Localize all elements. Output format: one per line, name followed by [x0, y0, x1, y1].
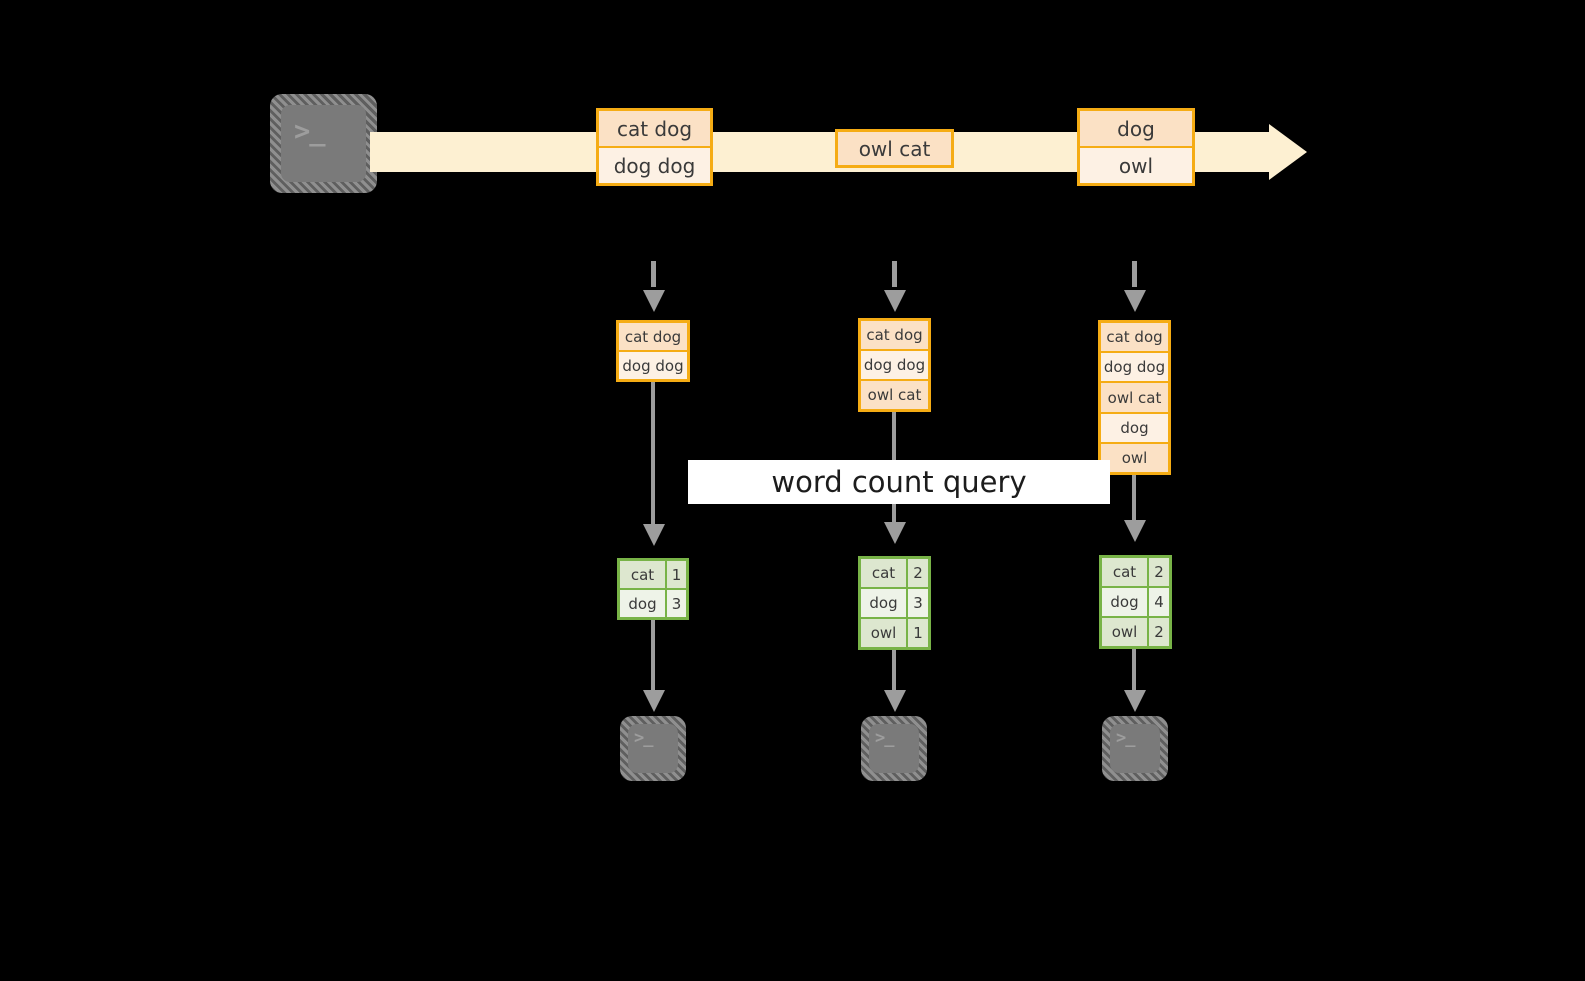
batch-line: dog: [1080, 111, 1192, 146]
accumulated-line: cat dog: [619, 323, 687, 350]
result-count: 1: [906, 619, 928, 647]
snapshot-1-accumulated: cat dog dog dog: [616, 320, 690, 382]
result-count: 3: [906, 589, 928, 617]
result-row: owl 2: [1102, 616, 1169, 646]
terminal-prompt-glyph: >_: [294, 116, 326, 147]
dashed-arrowhead-2-icon: [884, 290, 906, 312]
result-word: owl: [861, 619, 906, 647]
result-count: 1: [665, 561, 686, 588]
snapshot-3-accumulated: cat dog dog dog owl cat dog owl: [1098, 320, 1171, 475]
terminal-prompt-glyph: >_: [634, 728, 654, 748]
sink-arrowhead-3-icon: [1124, 690, 1146, 712]
sink-connector-2: [892, 650, 896, 690]
result-row: dog 3: [620, 588, 686, 617]
sink-arrowhead-1-icon: [643, 690, 665, 712]
stream-arrowhead-icon: [1269, 124, 1307, 180]
dashed-connector-1: [651, 261, 656, 287]
result-row: cat 2: [1102, 558, 1169, 586]
result-word: dog: [861, 589, 906, 617]
result-row: cat 1: [620, 561, 686, 588]
sink-connector-3: [1132, 649, 1136, 690]
snapshot-3-results: cat 2 dog 4 owl 2: [1099, 555, 1172, 649]
result-row: dog 3: [861, 587, 928, 617]
batch-line: dog dog: [599, 146, 710, 183]
batch-line: cat dog: [599, 111, 710, 146]
accumulated-line: owl cat: [861, 379, 928, 409]
dashed-connector-3: [1132, 261, 1137, 287]
accumulated-line: dog dog: [861, 349, 928, 379]
result-word: dog: [1102, 588, 1147, 616]
query-label: word count query: [688, 460, 1110, 504]
terminal-screen: [628, 724, 678, 773]
stream-batch-2: owl cat: [835, 129, 954, 168]
result-count: 2: [1147, 558, 1169, 586]
stream-batch-3: dog owl: [1077, 108, 1195, 186]
stream-batch-1: cat dog dog dog: [596, 108, 713, 186]
accumulated-line: cat dog: [1101, 323, 1168, 352]
result-word: owl: [1102, 618, 1147, 646]
result-word: cat: [620, 561, 665, 588]
result-count: 3: [665, 590, 686, 617]
result-word: cat: [1102, 558, 1147, 586]
result-count: 2: [1147, 618, 1169, 646]
sink-connector-1: [651, 620, 655, 690]
accumulated-line: dog dog: [619, 350, 687, 379]
query-arrowhead-2-icon: [884, 522, 906, 544]
result-row: owl 1: [861, 617, 928, 647]
dashed-connector-2: [892, 261, 897, 287]
dashed-arrowhead-1-icon: [643, 290, 665, 312]
query-connector-3: [1132, 475, 1136, 520]
dashed-arrowhead-3-icon: [1124, 290, 1146, 312]
terminal-prompt-glyph: >_: [1116, 728, 1136, 748]
accumulated-line: dog dog: [1101, 351, 1168, 382]
snapshot-2-accumulated: cat dog dog dog owl cat: [858, 318, 931, 412]
result-row: cat 2: [861, 559, 928, 587]
accumulated-line: dog: [1101, 411, 1168, 442]
batch-line: owl: [1080, 146, 1192, 183]
result-count: 2: [906, 559, 928, 587]
result-word: cat: [861, 559, 906, 587]
result-word: dog: [620, 590, 665, 617]
snapshot-2-results: cat 2 dog 3 owl 1: [858, 556, 931, 650]
sink-terminal-2-icon: >_: [861, 716, 927, 781]
query-arrowhead-3-icon: [1124, 520, 1146, 542]
query-arrowhead-1-icon: [643, 524, 665, 546]
batch-line: owl cat: [838, 132, 951, 165]
terminal-screen: [281, 105, 366, 182]
accumulated-line: owl cat: [1101, 381, 1168, 412]
source-terminal-icon: >_: [270, 94, 377, 193]
terminal-screen: [1110, 724, 1160, 773]
result-count: 4: [1147, 588, 1169, 616]
accumulated-line: owl: [1101, 441, 1168, 473]
query-connector-1: [651, 382, 655, 524]
accumulated-line: cat dog: [861, 321, 928, 349]
terminal-screen: [869, 724, 919, 773]
snapshot-1-results: cat 1 dog 3: [617, 558, 689, 620]
sink-arrowhead-2-icon: [884, 690, 906, 712]
result-row: dog 4: [1102, 586, 1169, 616]
sink-terminal-3-icon: >_: [1102, 716, 1168, 781]
sink-terminal-1-icon: >_: [620, 716, 686, 781]
terminal-prompt-glyph: >_: [875, 728, 895, 748]
